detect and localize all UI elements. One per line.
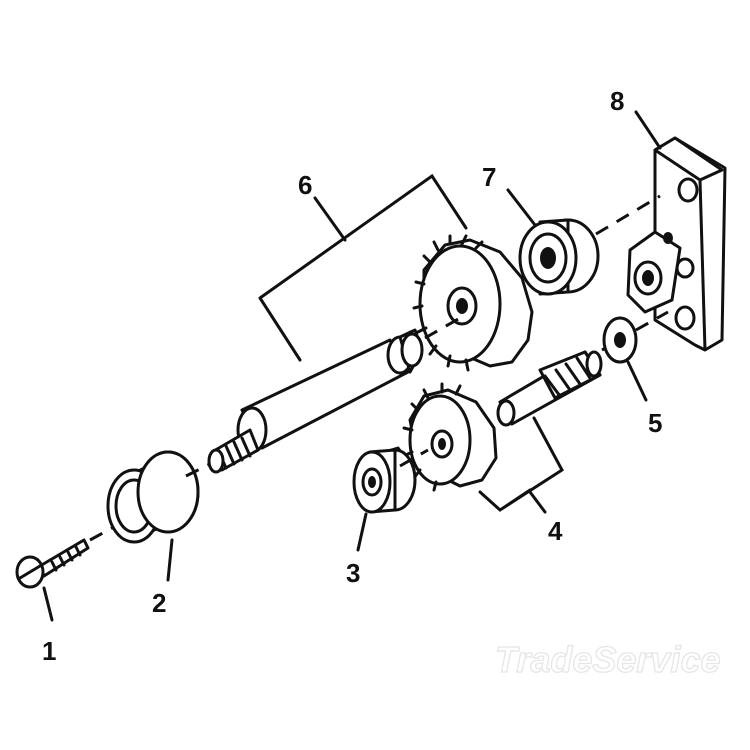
pinion-shaft [496, 350, 603, 427]
callout-3: 3 [346, 558, 360, 588]
callout-6: 6 [298, 170, 312, 200]
part-7-ball-bearing [518, 218, 600, 296]
callout-bracket-6 [258, 173, 468, 362]
callout-bracket-4 [478, 416, 564, 512]
callout-8: 8 [610, 86, 624, 116]
callout-5: 5 [648, 408, 662, 438]
callout-2: 2 [152, 588, 166, 618]
axis-line-bushing-shaft [185, 462, 211, 478]
callout-7: 7 [482, 162, 496, 192]
small-gear [402, 382, 498, 492]
callout-1: 1 [42, 636, 56, 666]
part-6-shaft-assembly [207, 173, 534, 474]
large-gear [412, 234, 534, 372]
part-4-gear-and-pinion [402, 350, 603, 512]
axis-line-spacer-gear [399, 448, 429, 468]
part-2-bushing [106, 450, 200, 544]
main-shaft [207, 328, 424, 474]
axis-line-screw-bushing [89, 526, 113, 542]
callout-4: 4 [548, 516, 563, 546]
part-8-mounting-plate [626, 136, 727, 352]
part-5-washer [602, 316, 638, 364]
axis-line-7-8 [595, 194, 661, 236]
axis-line-shaft-gear [424, 316, 461, 340]
leader-lines [42, 110, 662, 622]
axis-line-washer-plate [635, 310, 669, 332]
part-3-spacer [352, 446, 417, 514]
watermark-text: TradeService [495, 639, 721, 680]
part-1-screw [15, 538, 90, 589]
